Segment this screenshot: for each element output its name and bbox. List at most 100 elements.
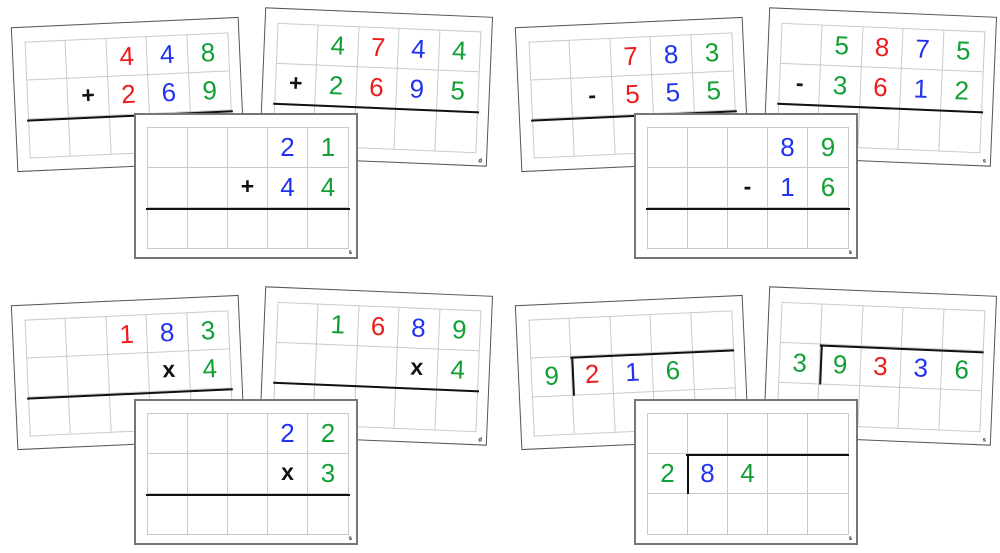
grid-cell[interactable]: 8 [861,27,904,69]
grid-cell[interactable] [821,304,864,347]
grid-cell[interactable]: 3 [690,33,734,74]
grid-cell[interactable]: 5 [611,75,655,116]
grid-cell[interactable] [898,387,941,430]
grid-cell[interactable] [650,313,693,354]
grid-cell[interactable] [858,107,901,149]
grid-cell[interactable] [780,302,823,345]
grid-cell[interactable] [354,386,397,428]
grid-cell[interactable]: - [728,168,768,208]
grid-cell[interactable] [268,208,308,248]
grid-cell[interactable]: 8 [768,128,808,168]
grid-cell[interactable] [728,414,768,454]
grid-cell[interactable] [728,128,768,168]
grid-cell[interactable]: 5 [692,71,735,112]
grid-cell[interactable]: 3 [900,347,943,390]
grid-cell[interactable] [861,306,904,348]
grid-cell[interactable] [533,117,576,158]
grid-cell[interactable] [188,454,228,494]
grid-cell[interactable] [898,108,941,151]
grid-cell[interactable] [29,117,72,158]
grid-cell[interactable] [148,494,188,534]
grid-cell[interactable] [858,386,901,428]
grid-cell[interactable] [67,355,110,396]
grid-cell[interactable] [27,79,70,120]
grid-cell[interactable]: 4 [436,349,479,392]
grid-cell[interactable] [65,316,108,358]
grid-cell[interactable] [533,395,576,436]
grid-cell[interactable]: 6 [355,67,398,109]
grid-cell[interactable]: 2 [940,70,983,113]
grid-cell[interactable]: - [571,77,614,118]
grid-cell[interactable] [529,40,572,81]
grid-cell[interactable]: 9 [396,68,439,111]
grid-cell[interactable] [569,316,612,358]
grid-cell[interactable] [276,302,319,345]
grid-cell[interactable]: 6 [808,168,848,208]
grid-cell[interactable] [688,208,728,248]
grid-cell[interactable]: 9 [531,357,574,398]
grid-cell[interactable]: 6 [859,67,902,109]
grid-cell[interactable] [148,168,188,208]
grid-cell[interactable] [228,494,268,534]
grid-cell[interactable]: 1 [611,353,655,394]
grid-cell[interactable] [728,494,768,534]
grid-cell[interactable]: 9 [819,344,862,387]
grid-cell[interactable]: + [67,77,110,118]
grid-cell[interactable] [308,494,348,534]
grid-cell[interactable] [939,111,981,153]
grid-cell[interactable] [27,357,70,398]
grid-cell[interactable] [648,128,688,168]
grid-cell[interactable]: 3 [186,311,230,352]
grid-cell[interactable] [688,414,728,454]
grid-cell[interactable] [394,108,437,151]
grid-cell[interactable]: 2 [648,454,688,494]
grid-cell[interactable] [648,414,688,454]
grid-cell[interactable] [690,311,734,352]
grid-cell[interactable] [394,387,437,430]
grid-cell[interactable] [228,414,268,454]
grid-cell[interactable] [728,208,768,248]
grid-cell[interactable]: 1 [317,304,360,347]
grid-cell[interactable]: 2 [268,414,308,454]
grid-cell[interactable]: 7 [357,27,400,69]
grid-cell[interactable]: 6 [148,73,191,114]
grid-cell[interactable] [808,414,848,454]
grid-cell[interactable] [148,454,188,494]
grid-cell[interactable] [188,414,228,454]
grid-cell[interactable] [355,346,398,388]
grid-cell[interactable] [354,107,397,149]
grid-cell[interactable]: x [396,347,439,390]
grid-cell[interactable] [65,38,108,80]
grid-cell[interactable]: 2 [571,355,614,396]
grid-cell[interactable]: 1 [768,168,808,208]
grid-cell[interactable]: 5 [821,25,864,68]
grid-cell[interactable] [808,454,848,494]
grid-cell[interactable] [228,454,268,494]
grid-cell[interactable] [188,168,228,208]
grid-cell[interactable] [25,318,68,359]
grid-cell[interactable] [939,390,981,432]
grid-cell[interactable] [276,23,319,66]
grid-cell[interactable] [228,128,268,168]
grid-cell[interactable] [688,168,728,208]
grid-cell[interactable] [768,494,808,534]
grid-cell[interactable]: 6 [652,351,695,392]
grid-cell[interactable]: 3 [859,346,902,388]
grid-cell[interactable]: 7 [610,37,653,78]
grid-cell[interactable]: x [268,454,308,494]
grid-cell[interactable] [268,494,308,534]
grid-cell[interactable] [808,494,848,534]
grid-cell[interactable]: + [275,63,318,106]
grid-cell[interactable]: 4 [268,168,308,208]
grid-cell[interactable]: + [228,168,268,208]
grid-cell[interactable] [188,494,228,534]
grid-cell[interactable]: 1 [106,315,149,356]
grid-cell[interactable]: 1 [308,128,348,168]
grid-cell[interactable] [308,208,348,248]
grid-cell[interactable] [69,393,112,434]
grid-cell[interactable]: 4 [317,25,360,68]
grid-cell[interactable]: 4 [728,454,768,494]
